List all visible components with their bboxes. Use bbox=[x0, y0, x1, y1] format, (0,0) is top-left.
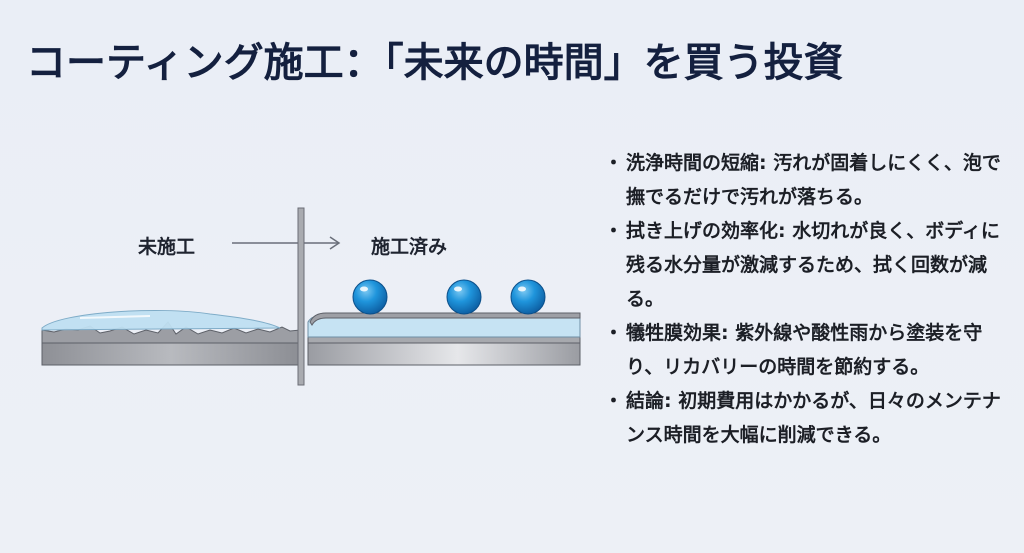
label-coated: 施工済み bbox=[371, 236, 448, 258]
coated-surface bbox=[307, 312, 581, 366]
bullet-marker: ・ bbox=[604, 390, 624, 412]
benefit-item: ・犠牲膜効果: 紫外線や酸性雨から塗装を守り、リカバリーの時間を節約する。 bbox=[604, 316, 1014, 384]
slide-title: コーティング施工：「未来の時間」を買う投資 bbox=[26, 40, 844, 86]
benefit-text: 犠牲膜効果: 紫外線や酸性雨から塗装を守り、リカバリーの時間を節約する。 bbox=[626, 322, 983, 378]
arrow-right-icon bbox=[232, 236, 341, 250]
benefit-item: ・拭き上げの効率化: 水切れが良く、ボディに残る水分量が激減するため、拭く回数が… bbox=[604, 214, 1014, 316]
benefit-text: 拭き上げの効率化: 水切れが良く、ボディに残る水分量が激減するため、拭く回数が減… bbox=[626, 220, 1000, 310]
benefit-text: 洗浄時間の短縮: 汚れが固着しにくく、泡で撫でるだけで汚れが落ちる。 bbox=[626, 152, 1001, 208]
benefit-item: ・結論: 初期費用はかかるが、日々のメンテナンス時間を大幅に削減できる。 bbox=[604, 384, 1014, 452]
benefit-item: ・洗浄時間の短縮: 汚れが固着しにくく、泡で撫でるだけで汚れが落ちる。 bbox=[604, 146, 1014, 214]
bullet-marker: ・ bbox=[604, 152, 624, 174]
divider-bar bbox=[297, 207, 305, 386]
benefit-text: 結論: 初期費用はかかるが、日々のメンテナンス時間を大幅に削減できる。 bbox=[626, 390, 1001, 446]
label-uncoated: 未施工 bbox=[138, 236, 196, 258]
uncoated-surface bbox=[41, 309, 301, 366]
benefit-list: ・洗浄時間の短縮: 汚れが固着しにくく、泡で撫でるだけで汚れが落ちる。 ・拭き上… bbox=[604, 146, 1014, 452]
water-droplets bbox=[352, 279, 546, 315]
coating-comparison-diagram: 未施工 施工済み bbox=[41, 207, 581, 386]
bullet-marker: ・ bbox=[604, 220, 624, 242]
bullet-marker: ・ bbox=[604, 322, 624, 344]
diagram-graphic bbox=[41, 207, 581, 386]
